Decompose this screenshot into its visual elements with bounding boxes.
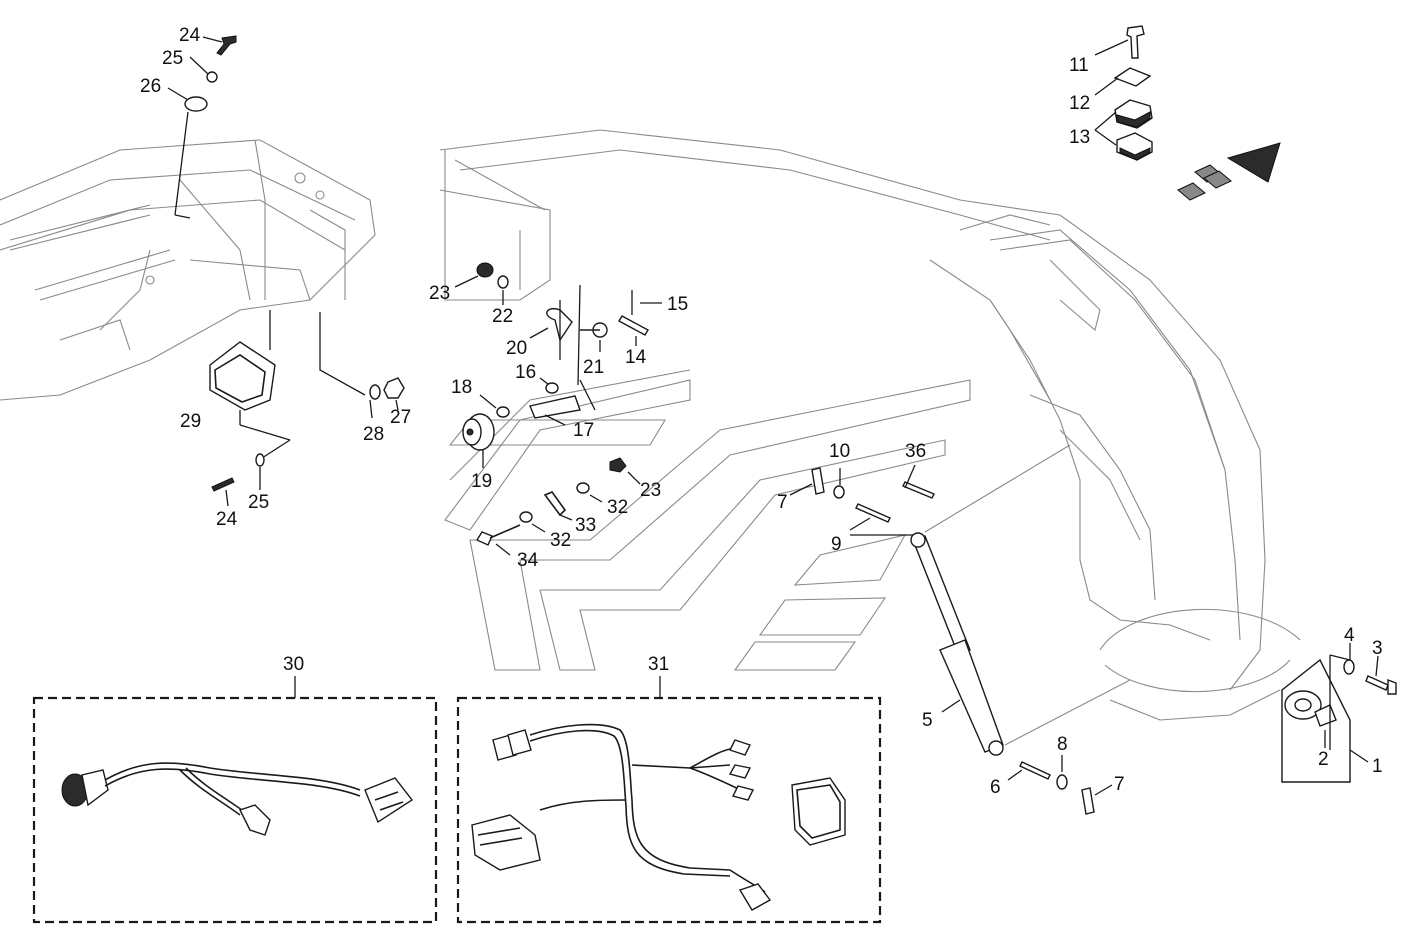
callout-23a: 23: [429, 283, 450, 304]
callout-34: 34: [517, 550, 539, 571]
callout-32b: 32: [550, 530, 571, 551]
callout-8: 8: [1057, 734, 1068, 755]
callout-18: 18: [451, 377, 472, 398]
callout-21: 21: [583, 357, 604, 378]
callout-15: 15: [667, 294, 688, 315]
wiring-kit-31[interactable]: [456, 676, 882, 924]
callout-13: 13: [1069, 127, 1090, 148]
forward-arrow-icon: [1177, 142, 1281, 201]
callout-7a: 7: [777, 492, 788, 513]
fender-lamp-assembly[interactable]: [462, 262, 649, 451]
callout-27: 27: [390, 407, 411, 428]
callout-14: 14: [625, 347, 647, 368]
callout-5: 5: [922, 710, 933, 731]
callout-12: 12: [1069, 93, 1090, 114]
callout-28: 28: [363, 424, 384, 445]
callout-3: 3: [1372, 638, 1383, 659]
callout-31: 31: [648, 654, 669, 675]
callout-30: 30: [283, 654, 304, 675]
callout-23b: 23: [640, 480, 661, 501]
callout-16: 16: [515, 362, 536, 383]
callout-6: 6: [990, 777, 1001, 798]
callout-labels: 1 2 3 4 5 6 7 7 8 9 10 11 12 13 14 15 16…: [140, 25, 1383, 798]
callout-1: 1: [1372, 756, 1383, 777]
work-lamp[interactable]: [209, 310, 291, 459]
callout-2: 2: [1318, 749, 1329, 770]
callout-26: 26: [140, 76, 161, 97]
mounting-plate[interactable]: [1281, 643, 1397, 783]
callout-29: 29: [180, 411, 201, 432]
callout-leaders-center: [454, 275, 662, 468]
callout-10: 10: [829, 441, 850, 462]
wiring-kit-30[interactable]: [32, 676, 438, 924]
callout-22: 22: [492, 306, 513, 327]
lamp-bracket-hardware: [319, 312, 405, 419]
callout-11: 11: [1069, 55, 1089, 76]
fender-outline: [439, 129, 1301, 721]
callout-19: 19: [471, 471, 492, 492]
callout-24b: 24: [216, 509, 238, 530]
strut-pins: [789, 464, 1113, 815]
callout-9: 9: [831, 534, 842, 555]
callout-7b: 7: [1114, 774, 1125, 795]
callout-25b: 25: [248, 492, 269, 513]
callout-36: 36: [905, 441, 926, 462]
callout-24a: 24: [179, 25, 201, 46]
lamp-mount-bolt: [211, 453, 265, 507]
rear-frame-structure: [0, 139, 376, 401]
bracket-mount-bolt: [167, 35, 237, 219]
gas-strut[interactable]: [910, 444, 1131, 756]
lower-bracket-hardware: [475, 457, 641, 556]
callout-33: 33: [575, 515, 596, 536]
callout-25a: 25: [162, 48, 183, 69]
fastener-kit-top-right: [1094, 25, 1153, 161]
callout-17: 17: [573, 420, 594, 441]
callout-32a: 32: [607, 497, 628, 518]
callout-4: 4: [1344, 625, 1355, 646]
callout-20: 20: [506, 338, 527, 359]
